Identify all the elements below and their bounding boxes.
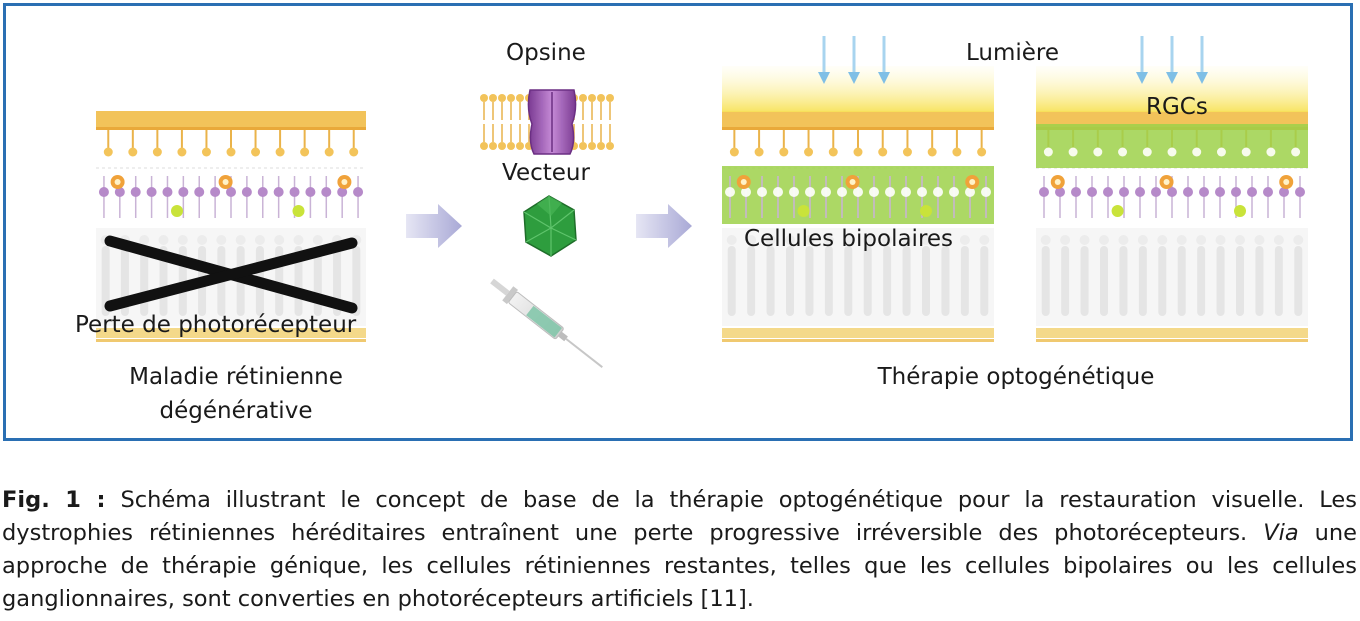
ganglion-fiber-layer <box>1036 111 1308 127</box>
label-perte-photorecepteur: Perte de photorécepteur <box>75 312 357 338</box>
retina-bipolar-targeted <box>722 66 994 342</box>
label-maladie-line2: dégénérative <box>159 398 313 424</box>
ganglion-fiber-layer <box>96 111 366 127</box>
label-lumiere: Lumière <box>966 40 1060 66</box>
label-cellules-bipolaires: Cellules bipolaires <box>744 226 954 252</box>
figure-frame: Opsine Vecteur Lumière RGCs Cellules bip… <box>3 3 1353 441</box>
viral-vector-icon <box>523 195 577 257</box>
arrow-right-2 <box>636 204 692 248</box>
diagram <box>96 36 1308 368</box>
arrow-right-1 <box>406 204 462 248</box>
label-maladie-line1: Maladie rétinienne <box>129 364 343 390</box>
ganglion-fiber-layer <box>722 111 994 127</box>
label-rgcs: RGCs <box>1146 94 1208 120</box>
caption-fig-label: Fig. 1 : <box>2 487 106 513</box>
label-opsine: Opsine <box>506 40 586 66</box>
opsin-protein <box>527 89 577 155</box>
light-arrows <box>818 36 1208 84</box>
label-vecteur: Vecteur <box>502 160 590 186</box>
label-therapie-optogenetique: Thérapie optogénétique <box>877 364 1155 390</box>
opsin-expression-layer <box>1036 124 1308 168</box>
figure-caption: Fig. 1 : Schéma illustrant le concept de… <box>2 484 1357 616</box>
caption-text-1: Schéma illustrant le concept de base de … <box>2 487 1357 546</box>
syringe-icon <box>490 278 603 368</box>
caption-text-2: une approche de thérapie génique, les ce… <box>2 520 1357 612</box>
retina-degenerated <box>96 111 366 342</box>
cross-mark <box>104 235 358 314</box>
caption-italic: Via <box>1263 520 1299 546</box>
